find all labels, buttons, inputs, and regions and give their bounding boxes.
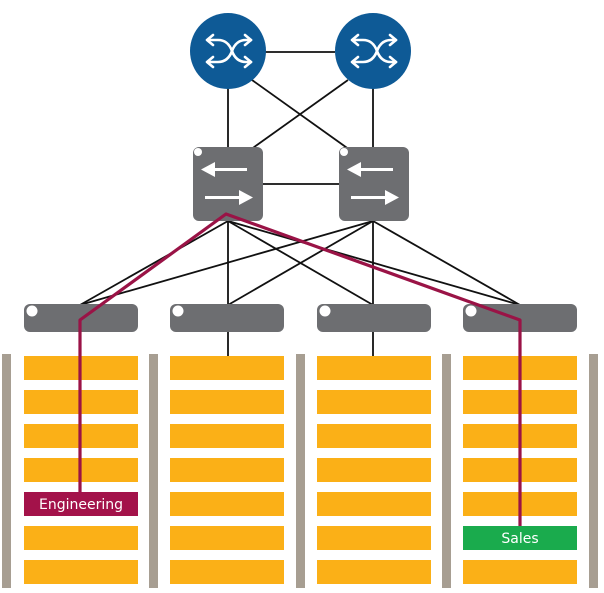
link-router1-switch2 — [251, 79, 351, 151]
sales-server: Sales — [463, 526, 577, 550]
router-crossed-arrows-icon — [205, 33, 253, 69]
switch-body — [339, 147, 409, 221]
server-unit — [317, 526, 431, 550]
tor-switch-3 — [317, 304, 431, 332]
status-led — [194, 148, 202, 156]
status-led — [319, 305, 331, 317]
server-unit — [317, 390, 431, 414]
rack-post — [589, 354, 598, 588]
link-router2-switch1 — [249, 79, 349, 151]
tor-body — [317, 304, 431, 332]
server-rack-2 — [170, 356, 284, 584]
tor-body — [170, 304, 284, 332]
router-crossed-arrows-icon — [350, 33, 398, 69]
tor-switch-2 — [170, 304, 284, 332]
router-2 — [335, 13, 411, 89]
link-switch2-tor4 — [372, 220, 521, 306]
rack-post — [2, 354, 11, 588]
server-unit — [463, 560, 577, 584]
server-unit — [24, 560, 138, 584]
link-switch1-tor4 — [227, 220, 521, 306]
network-links — [79, 51, 521, 356]
link-switch1-tor1 — [79, 220, 229, 306]
server-unit — [317, 492, 431, 516]
sales-tag — [463, 526, 577, 550]
server-rack-3 — [317, 356, 431, 584]
status-led — [172, 305, 184, 317]
server-unit — [170, 356, 284, 380]
rack-post — [442, 354, 451, 588]
switch-left-right-arrows-icon — [347, 162, 399, 205]
server-unit — [317, 458, 431, 482]
server-unit — [170, 560, 284, 584]
switch-body — [193, 147, 263, 221]
link-switch2-tor2 — [227, 220, 374, 306]
server-unit — [317, 560, 431, 584]
engineering-server: Engineering — [24, 492, 138, 516]
status-led — [26, 305, 38, 317]
status-led — [340, 148, 348, 156]
router-1 — [190, 13, 266, 89]
server-unit — [317, 356, 431, 380]
server-unit — [170, 492, 284, 516]
server-unit — [24, 526, 138, 550]
server-unit — [170, 458, 284, 482]
server-unit — [170, 424, 284, 448]
router-body — [335, 13, 411, 89]
server-unit — [170, 526, 284, 550]
rack-posts — [2, 354, 598, 588]
switch-left-right-arrows-icon — [201, 162, 253, 205]
link-switch2-tor1 — [79, 220, 374, 306]
switch-1 — [193, 147, 263, 221]
sales-label: Sales — [501, 531, 538, 547]
router-body — [190, 13, 266, 89]
rack-post — [296, 354, 305, 588]
engineering-label: Engineering — [39, 497, 123, 513]
engineering-tag — [24, 492, 138, 516]
status-led — [465, 305, 477, 317]
switch-2 — [339, 147, 409, 221]
server-unit — [317, 424, 431, 448]
server-unit — [170, 390, 284, 414]
rack-post — [149, 354, 158, 588]
engineering-sales-path — [78, 212, 522, 526]
